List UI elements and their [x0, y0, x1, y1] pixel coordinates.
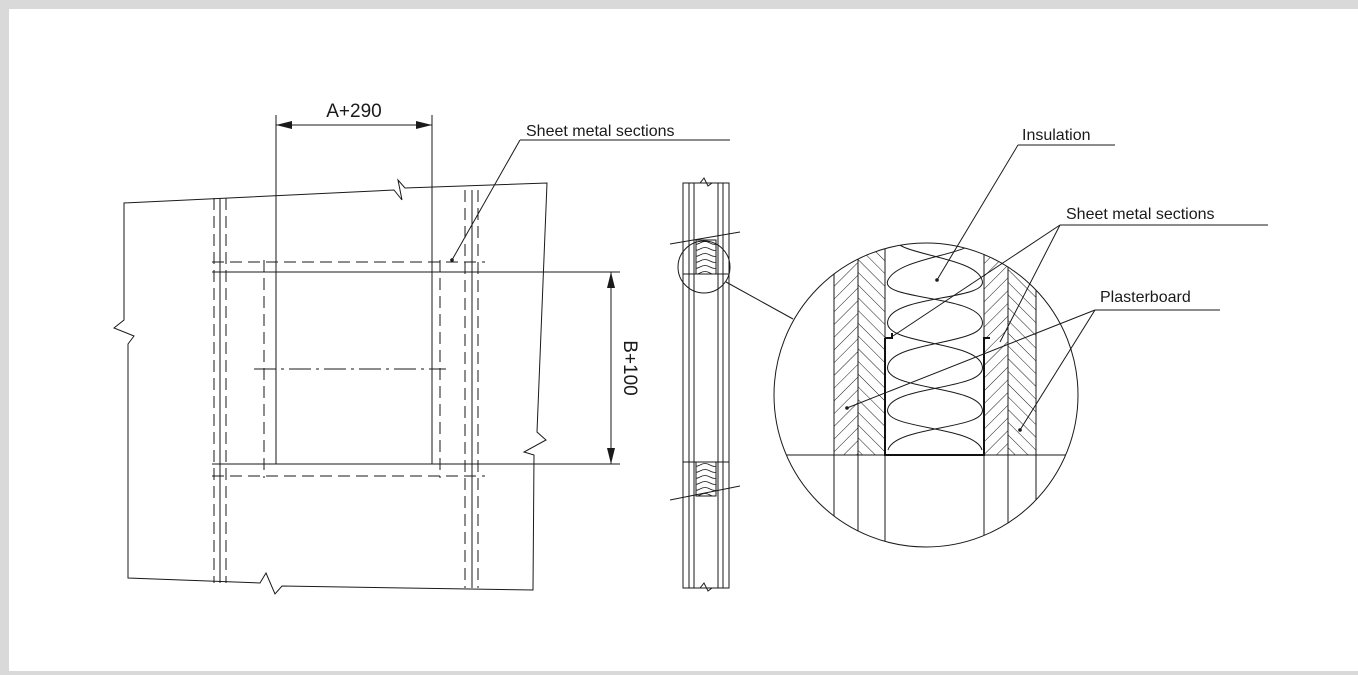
sheet-metal-lip	[885, 333, 893, 339]
wall-elevation: A+290 B+100 Sheet metal sections	[113, 101, 730, 595]
wall-section	[669, 177, 794, 592]
section-cut-line	[669, 485, 741, 501]
sheet-metal-section	[884, 337, 990, 456]
opening	[275, 271, 433, 465]
break-mark	[683, 582, 729, 592]
sheet-metal-sections-detail-label: Sheet metal sections	[1066, 206, 1215, 223]
detail-connector-line	[725, 281, 794, 320]
break-mark	[683, 177, 729, 187]
detail-circle	[773, 242, 1079, 548]
detail-view: Insulation Sheet metal sections Plasterb…	[773, 127, 1268, 548]
wall-outline	[113, 178, 548, 595]
plasterboard-layer	[833, 243, 859, 456]
leader-line	[451, 139, 521, 261]
section-cut-line	[669, 231, 741, 245]
arrowhead	[416, 121, 432, 129]
leader-line	[999, 224, 1061, 343]
insulation-label: Insulation	[1022, 127, 1091, 144]
plasterboard-label: Plasterboard	[1100, 289, 1191, 306]
detail-reference-circle	[677, 240, 731, 294]
leader-line	[892, 224, 1061, 337]
insulation-loops	[887, 243, 983, 451]
leader-line	[846, 309, 1096, 409]
arrowhead	[607, 272, 615, 288]
arrowhead	[276, 121, 292, 129]
width-dimension-label: A+290	[326, 101, 381, 122]
leader-line	[1019, 309, 1096, 431]
plasterboard-layer	[1007, 243, 1037, 456]
sheet-metal-sections-label: Sheet metal sections	[526, 123, 675, 140]
leader-line	[936, 144, 1019, 281]
height-dimension-label: B+100	[619, 340, 640, 395]
insulation-block	[695, 239, 717, 275]
plasterboard-layer	[857, 243, 886, 456]
arrowhead	[607, 448, 615, 464]
